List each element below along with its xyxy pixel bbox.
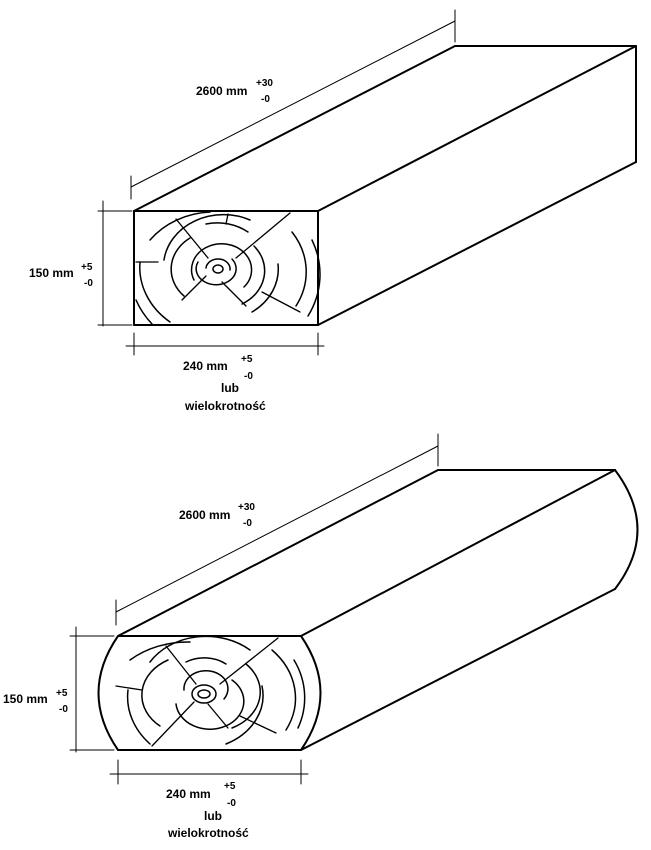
height-tolerance-minus: -0 — [84, 278, 93, 289]
beam-1-end-face — [133, 210, 319, 326]
alternative-note-line-2: wielokrotność — [184, 399, 266, 413]
crack — [115, 685, 143, 691]
beam-2-top-right-edge — [300, 469, 616, 637]
beam-2-growth-rings — [126, 635, 306, 745]
ring — [205, 258, 231, 271]
length-label: 2600 mm — [196, 84, 247, 98]
alternative-note-line-2: wielokrotność — [167, 826, 249, 840]
width-label: 240 mm — [166, 787, 211, 801]
crack — [219, 637, 279, 685]
crack — [239, 715, 277, 734]
height-label: 150 mm — [3, 692, 48, 706]
ring — [175, 679, 245, 730]
beam-1-radial-cracks — [135, 212, 301, 313]
crack — [181, 275, 207, 301]
crack — [235, 212, 291, 259]
length-tolerance-minus: -0 — [261, 94, 270, 105]
ring — [135, 299, 153, 325]
ring — [185, 657, 227, 665]
ring — [241, 245, 266, 305]
ring — [170, 237, 191, 297]
beam-1-top-right-edge — [317, 45, 637, 212]
height-tolerance-minus: -0 — [59, 704, 68, 715]
beam-2-bottom-edge — [300, 588, 616, 751]
ring — [139, 261, 171, 323]
width-tolerance-plus: +5 — [241, 354, 253, 365]
beam-2-dimension-lines — [69, 433, 439, 785]
height-tolerance-plus: +5 — [81, 262, 93, 273]
length-dimension-line — [115, 445, 439, 613]
alternative-note-line-1: lub — [204, 809, 222, 823]
beam-1-body — [133, 45, 637, 326]
width-tolerance-plus: +5 — [224, 781, 236, 792]
length-tolerance-minus: -0 — [243, 518, 252, 529]
figure-2-rounded-beam: 2600 mm +30 -0 150 mm +5 -0 240 mm +5 -0… — [3, 433, 639, 840]
ring — [141, 659, 169, 727]
length-label: 2600 mm — [179, 508, 230, 522]
ring — [307, 239, 321, 317]
beam-2-labels: 2600 mm +30 -0 150 mm +5 -0 240 mm +5 -0… — [3, 502, 255, 840]
beam-2-far-rounded-edge — [614, 469, 639, 590]
crack — [207, 703, 229, 729]
beam-2-top-back-edge — [117, 469, 439, 637]
ring — [195, 258, 237, 286]
ring — [190, 243, 253, 288]
beam-2-radial-cracks — [115, 637, 279, 747]
ring — [231, 663, 262, 729]
figure-1-rectangular-beam: 2600 mm +30 -0 150 mm +5 -0 240 mm +5 -0… — [29, 9, 637, 413]
length-tolerance-plus: +30 — [238, 502, 255, 513]
ring — [183, 670, 229, 700]
ring — [163, 213, 251, 261]
beam-1-labels: 2600 mm +30 -0 150 mm +5 -0 240 mm +5 -0… — [29, 78, 273, 413]
ring — [291, 231, 307, 307]
ring — [191, 684, 217, 704]
crack — [175, 218, 209, 259]
ring — [251, 263, 280, 313]
crack — [221, 281, 247, 307]
beam-1-top-back-edge — [133, 45, 456, 212]
beam-2-body — [97, 469, 639, 751]
ring — [271, 649, 297, 731]
ring — [129, 641, 191, 661]
width-label: 240 mm — [183, 359, 228, 373]
height-tolerance-plus: +5 — [56, 688, 68, 699]
height-label: 150 mm — [29, 266, 74, 280]
ring-pith — [197, 689, 211, 699]
ring — [225, 685, 264, 745]
ring — [126, 689, 151, 745]
width-tolerance-minus: -0 — [227, 798, 236, 809]
crack — [165, 645, 197, 685]
crack — [225, 213, 229, 225]
beam-1-growth-rings — [135, 211, 321, 325]
ring — [205, 222, 249, 233]
ring-pith — [212, 264, 224, 274]
length-tolerance-plus: +30 — [256, 78, 273, 89]
ring — [149, 211, 211, 241]
crack — [151, 701, 195, 747]
crack — [261, 291, 301, 313]
alternative-note-line-1: lub — [221, 381, 239, 395]
beam-1-dimension-lines — [97, 9, 456, 356]
beam-1-bottom-edge — [317, 161, 637, 326]
ring — [293, 659, 306, 729]
length-dimension-line — [130, 20, 456, 188]
width-tolerance-minus: -0 — [244, 371, 253, 382]
ring — [149, 635, 251, 663]
